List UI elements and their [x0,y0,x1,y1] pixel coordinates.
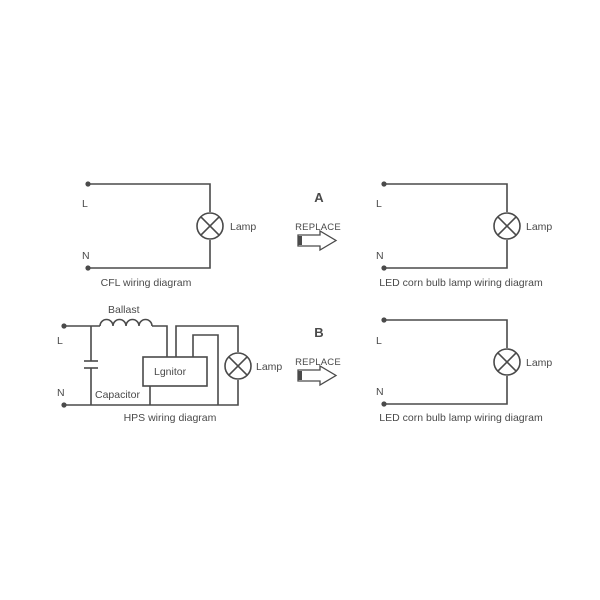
led-b-line-wire [384,319,508,348]
hps-wiring-diagram: L N Ballast Lgnitor Capacitor Lamp HPS w… [57,304,282,424]
capacitor-label: Capacitor [95,389,140,401]
led-a-caption: LED corn bulb lamp wiring diagram [379,277,543,289]
section-b-replace-label: REPLACE [295,357,341,368]
led-a-l-label: L [376,198,382,210]
cfl-line-wire [88,183,211,212]
ballast-label: Ballast [108,304,140,316]
hps-n-label: N [57,387,65,399]
led-a-lamp-label: Lamp [526,221,552,233]
hps-lamp-icon [224,352,252,380]
section-b-letter: B [314,325,323,340]
section-a-replace-label: REPLACE [295,222,341,233]
led-b-l-label: L [376,335,382,347]
hps-lamp-label: Lamp [256,361,282,373]
led-a-line-wire [384,183,508,212]
led-b-caption: LED corn bulb lamp wiring diagram [379,412,543,424]
led-a-neutral-wire [384,240,508,269]
ignitor-label: Lgnitor [154,366,187,378]
cfl-lamp-label: Lamp [230,221,256,233]
cfl-n-label: N [82,250,90,262]
cfl-wiring-diagram: L N Lamp CFL wiring diagram [82,181,256,289]
hps-l-label: L [57,335,63,347]
led-b-neutral-wire [384,376,508,405]
led-b-n-label: N [376,386,384,398]
hps-caption: HPS wiring diagram [124,412,217,424]
cfl-lamp-icon [196,212,224,240]
led-a-n-label: N [376,250,384,262]
led-wiring-diagram-b: L N Lamp LED corn bulb lamp wiring diagr… [376,317,552,424]
led-a-lamp-icon [493,212,521,240]
led-b-lamp-label: Lamp [526,357,552,369]
capacitor-icon [84,360,98,369]
led-b-lamp-icon [493,348,521,376]
ignitor-box [142,356,208,387]
replace-arrow-icon-a [297,229,338,252]
cfl-neutral-wire [88,240,211,269]
section-a-letter: A [314,190,324,205]
cfl-caption: CFL wiring diagram [101,277,192,289]
led-wiring-diagram-a: L N Lamp LED corn bulb lamp wiring diagr… [376,181,552,289]
ballast-coil-icon [99,318,153,327]
cfl-l-label: L [82,198,88,210]
replace-arrow-icon-b [297,364,338,387]
